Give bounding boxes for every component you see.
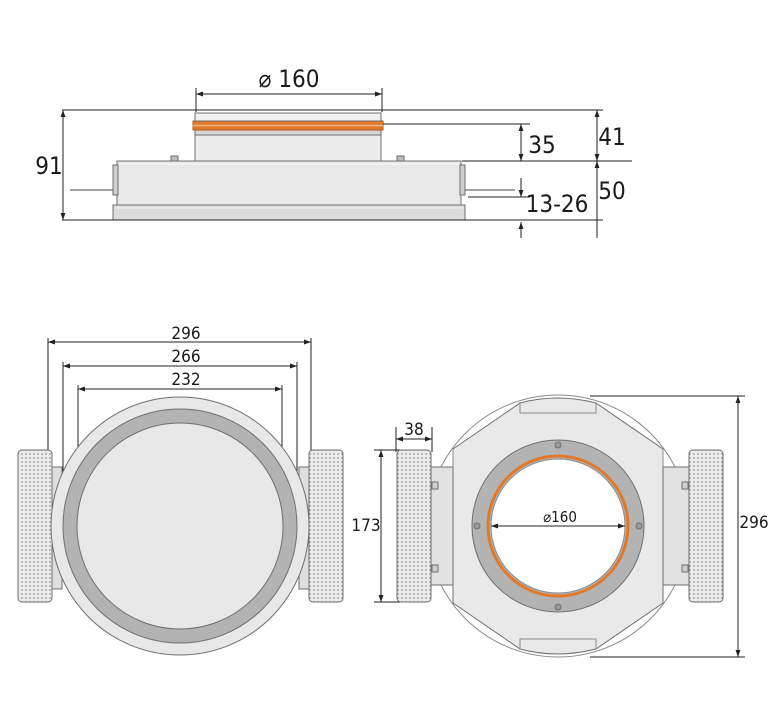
top-inner-disk bbox=[76, 422, 284, 630]
side-right-clip bbox=[459, 164, 466, 196]
bottom-inner-diameter-label: ⌀160 bbox=[543, 508, 577, 526]
side-base-plate bbox=[112, 204, 466, 221]
side-height-total-label: 91 bbox=[35, 152, 62, 180]
side-left-clip bbox=[112, 164, 119, 196]
bottom-tab-width-label: 38 bbox=[404, 420, 423, 440]
bottom-left-tab bbox=[396, 449, 432, 603]
top-left-tab bbox=[17, 449, 53, 603]
bottom-total-height-label: 296 bbox=[739, 513, 768, 533]
side-height-upper-label: 35 bbox=[528, 131, 555, 159]
side-height-lower-outer-label: 50 bbox=[598, 177, 625, 205]
side-height-upper-outer-label: 41 bbox=[598, 123, 625, 151]
top-width-inner-label: 232 bbox=[171, 370, 200, 390]
side-view: ⌀ 160 91 35 41 13-26 50 bbox=[35, 65, 632, 238]
side-diameter-label: ⌀ 160 bbox=[258, 65, 319, 93]
bottom-view: 38 173 ⌀160 296 bbox=[351, 394, 769, 658]
top-right-tab bbox=[308, 449, 344, 603]
bottom-right-tab bbox=[688, 449, 724, 603]
top-width-outer-label: 296 bbox=[171, 324, 200, 344]
bottom-tab-height-label: 173 bbox=[351, 516, 380, 536]
side-lower-housing bbox=[116, 160, 462, 208]
side-neck bbox=[194, 133, 382, 162]
bottom-gasket-ring bbox=[486, 454, 630, 598]
top-width-mid-label: 266 bbox=[171, 347, 200, 367]
side-height-range-label: 13-26 bbox=[526, 190, 589, 218]
top-view: 296 266 232 bbox=[17, 324, 344, 656]
